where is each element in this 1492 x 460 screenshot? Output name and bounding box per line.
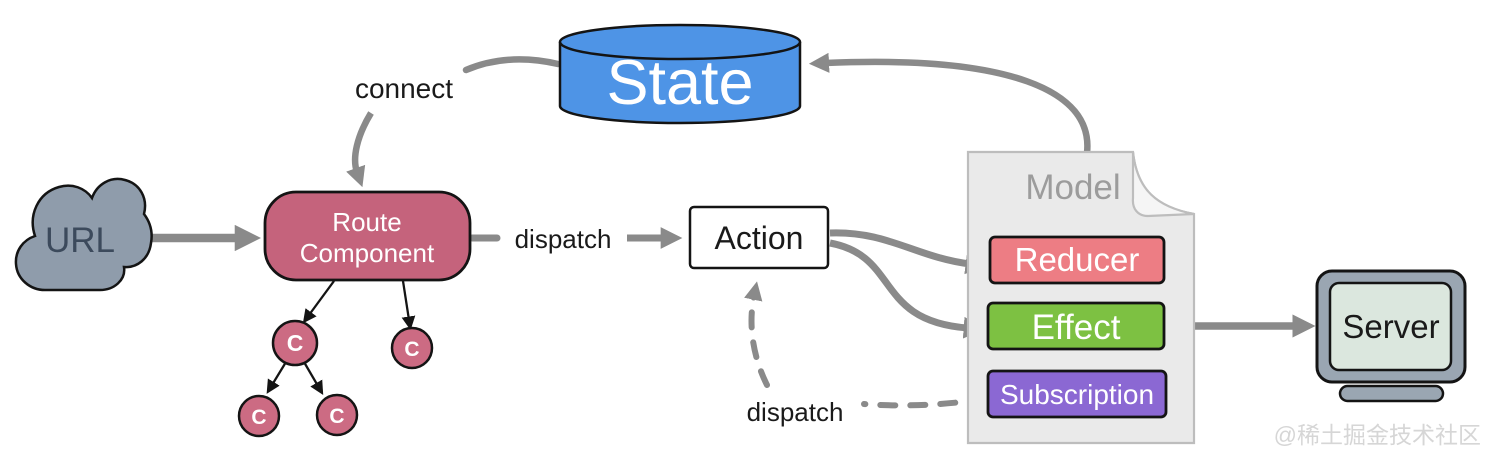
watermark: @稀土掘金技术社区 [1274, 422, 1481, 448]
component-label-2: C [404, 338, 419, 361]
subscription-label: Subscription [1000, 379, 1154, 410]
subscription-box [986, 369, 1168, 419]
dashed-arrow-dispatch-to-action [744, 281, 770, 388]
reducer-box [988, 235, 1166, 285]
dashed-subscription-to-dispatch-label [861, 396, 988, 409]
arrow-connect-to-route [346, 111, 374, 188]
state-cylinder-body [558, 42, 802, 125]
edge-route-to-component-1 [302, 280, 335, 324]
component-label-1: C [287, 330, 304, 356]
dispatch-label-bottom: dispatch [747, 397, 844, 427]
arrow-model-to-state [808, 52, 1091, 154]
model-label: Model [1025, 168, 1120, 207]
edge-component-1-to-component-4 [303, 361, 324, 395]
server-monitor-stand [1338, 384, 1445, 403]
url-label: URL [45, 221, 115, 260]
arrow-action-to-effect [829, 239, 986, 339]
component-circle-3 [237, 394, 281, 438]
dispatch-label-top: dispatch [515, 224, 612, 254]
server-monitor-screen [1328, 281, 1453, 372]
state-cylinder-top [558, 23, 802, 61]
edge-component-1-to-component-3 [266, 361, 287, 394]
connect-label: connect [355, 73, 453, 104]
component-circle-4 [315, 393, 359, 437]
effect-box [986, 301, 1166, 351]
edge-route-to-component-2 [401, 280, 416, 331]
component-label-3: C [251, 406, 266, 429]
effect-label: Effect [1032, 308, 1121, 347]
url-cloud-shape [14, 177, 153, 292]
component-circle-1 [271, 319, 319, 367]
state-label: State [606, 48, 753, 118]
connector-state-to-connect-label [462, 56, 562, 74]
arrow-action-to-reducer [829, 229, 988, 275]
server-label: Server [1342, 308, 1439, 345]
action-label: Action [715, 220, 804, 256]
route-label-line1: Route [332, 207, 401, 237]
component-circle-2 [390, 326, 434, 370]
component-label-4: C [329, 405, 344, 428]
reducer-label: Reducer [1015, 241, 1140, 278]
route-component-box [263, 190, 472, 282]
model-document-fold-corner [1131, 151, 1195, 218]
route-label-line2: Component [300, 238, 435, 268]
action-box [688, 205, 830, 270]
